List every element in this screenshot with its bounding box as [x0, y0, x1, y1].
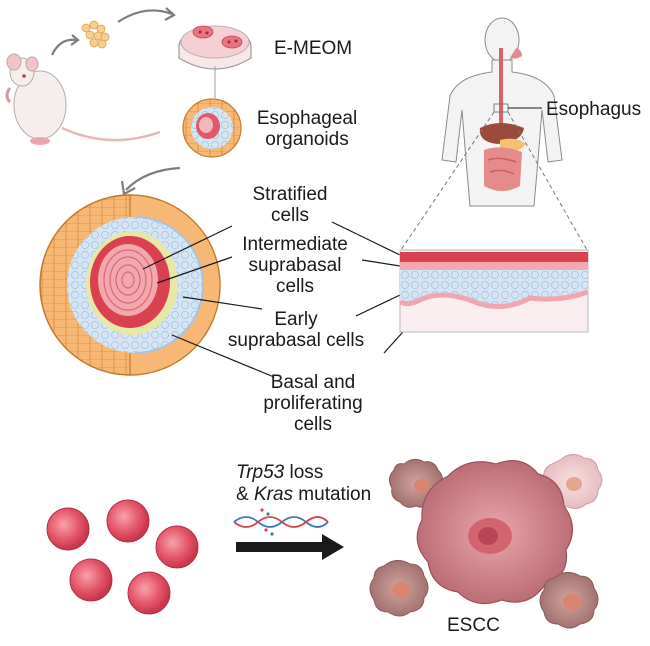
- dissociated-cells: [81, 20, 110, 49]
- stratified-label-line1: Stratified: [252, 184, 328, 205]
- tumor-organoids: [369, 454, 603, 629]
- e-meom-label: E-MEOM: [274, 38, 353, 59]
- tumor-small-bottom-right: [539, 572, 599, 629]
- large-organoid: [39, 194, 221, 376]
- trp53-loss-label: Trp53 loss: [236, 462, 323, 483]
- intermediate-label-line1: Intermediate: [242, 234, 348, 255]
- intermediate-label-line2: suprabasal: [248, 255, 342, 276]
- organoids-label-line1: Esophageal: [256, 108, 358, 129]
- small-organoid: [182, 98, 242, 158]
- kras-gene-name: Kras: [253, 484, 294, 505]
- tumor-small-bottom-left: [369, 560, 429, 617]
- human-torso: [441, 17, 563, 207]
- dna-icon: [233, 508, 329, 536]
- progression-arrow: [236, 534, 344, 560]
- trp53-gene-name: Trp53: [236, 462, 285, 483]
- healthy-cells: [46, 499, 199, 615]
- basal-proliferating-label: Basal and proliferating cells: [248, 372, 378, 435]
- intermediate-label-line3: cells: [275, 276, 314, 297]
- escc-label: ESCC: [447, 615, 500, 636]
- intermediate-suprabasal-label: Intermediate suprabasal cells: [230, 234, 360, 297]
- basal-label-line1: Basal and: [270, 372, 356, 393]
- workflow-arrows: [51, 7, 181, 196]
- esophageal-organoids-label: Esophageal organoids: [248, 108, 366, 150]
- esophageal-tissue-section: [399, 249, 589, 333]
- basal-label-line3: cells: [293, 414, 332, 435]
- zoom-dashed-lines: [400, 111, 588, 251]
- basal-label-line2: proliferating: [263, 393, 363, 414]
- petri-dish: [178, 25, 252, 70]
- early-label-line1: Early: [274, 309, 318, 330]
- trp53-loss-text: loss: [284, 462, 324, 483]
- kras-mutation-label: & Kras mutation: [236, 484, 371, 505]
- early-label-line2: suprabasal cells: [227, 330, 365, 351]
- mouse-illustration: [5, 53, 161, 145]
- kras-mutation-text: mutation: [293, 484, 372, 505]
- esophagus-label: Esophagus: [546, 99, 642, 120]
- organoids-label-line2: organoids: [265, 129, 349, 150]
- stratified-label-line2: cells: [270, 205, 309, 226]
- early-suprabasal-label: Early suprabasal cells: [206, 309, 386, 351]
- kras-prefix-text: &: [236, 484, 254, 505]
- stratified-cells-label: Stratified cells: [234, 184, 346, 226]
